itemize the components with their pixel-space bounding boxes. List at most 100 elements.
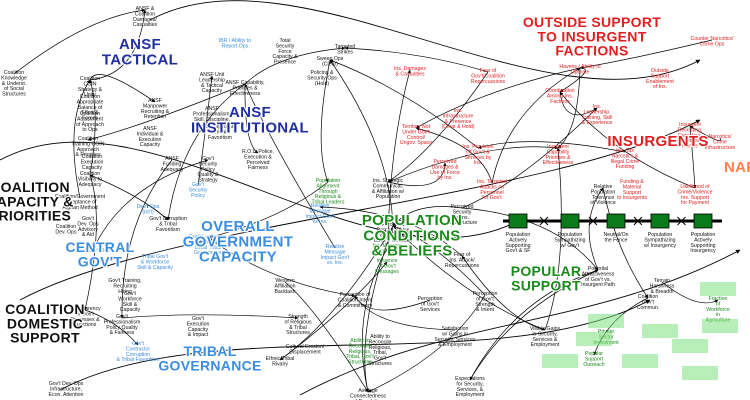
blue-node-4-line: & Integration of: [190, 239, 226, 245]
black-node-48-line: Tolerance: [592, 195, 615, 201]
red-node-11: Ins.Leadership,Training, Skill& Experien…: [582, 104, 613, 126]
black-node-29-line: Gov't Corruption: [149, 216, 187, 222]
black-node-26-line: Capacity: [120, 307, 141, 313]
black-node-2-line: Leadership: [199, 77, 225, 83]
green-node-4-line: Outreach: [583, 362, 604, 368]
black-node-4-line: Security Ops: [307, 75, 337, 81]
black-node-25-line: Transparency: [69, 306, 101, 312]
green-node-2-line: Messages: [375, 269, 399, 275]
black-node-15-line: of Approach: [76, 122, 104, 128]
blue-node-2-line: vs. Ins.: [327, 260, 343, 266]
black-node-39-line: Perception: [473, 291, 498, 297]
green-node-1-line: Religious,: [349, 349, 372, 355]
black-node-49-line: Infrastructure,: [50, 386, 82, 392]
causal-link: [89, 74, 156, 103]
support-stock-label-4-line: Actively: [694, 237, 712, 243]
causal-link: [415, 67, 581, 129]
red-node-3-line: Territory Not: [402, 124, 431, 130]
black-node-39-line: & Intent: [476, 307, 494, 313]
red-node-4-line: Ins. Provision: [462, 144, 493, 150]
red-node-15-line: Likelihood of: [680, 184, 710, 190]
highlight-box: [588, 314, 624, 328]
sector-label-ansf-tactical-line: ANSF: [119, 36, 161, 53]
sector-label-coalition-capacity-line: PRIORITIES: [0, 208, 71, 224]
black-node-11-line: Favoritism: [208, 135, 232, 141]
black-node-41-line: Services, &: [457, 387, 484, 393]
black-node-39-line: Strength: [475, 302, 495, 308]
red-node-4-line: Services by: [465, 155, 492, 161]
causal-link: [559, 91, 598, 116]
black-node-35-line: Coalition Intent: [338, 297, 373, 303]
support-stock-box: [560, 213, 580, 229]
black-node-33-line: Tribal,: [373, 350, 387, 356]
red-node-10-line: Outside: [651, 68, 669, 74]
green-node-0-line: Religious &: [315, 194, 342, 200]
causal-link: [661, 281, 719, 304]
black-node-15-line: to Ops: [82, 127, 98, 133]
red-node-17-line: Infrastructure: [705, 145, 736, 151]
causal-link: [559, 91, 696, 189]
blue-node-7-line: Gov't Dev'l Ops: [74, 248, 110, 254]
blue-node-5-line: Skill & Capacity: [137, 265, 173, 271]
causal-link: [689, 125, 721, 141]
red-node-1-line: Gov't/Coalition: [471, 73, 505, 79]
black-node-12-line: Fairness: [248, 165, 268, 171]
black-node-26-line: Skill &: [123, 302, 138, 308]
green-node-6-line: Fraction: [709, 296, 728, 302]
highlight-box: [700, 282, 736, 296]
red-node-6-line: Attacks on: [480, 184, 504, 190]
causal-link: [19, 119, 701, 301]
red-node-12-line: Recruiting,: [678, 127, 703, 133]
causal-link: [387, 145, 559, 183]
causal-link: [329, 59, 394, 227]
black-node-1-line: Security: [276, 43, 295, 49]
highlight-box: [622, 354, 658, 368]
red-node-13-line: Illegal Crime: [611, 159, 640, 165]
sector-label-narco-line: NARCO: [724, 159, 750, 176]
causal-link: [364, 225, 394, 393]
causal-link: [146, 204, 169, 221]
blue-node-2-line: Message: [324, 249, 345, 255]
black-node-12-line: Execution &: [244, 154, 272, 160]
blue-node-0-line: Report Ops: [222, 43, 249, 49]
black-node-16-line: Forces: [82, 116, 98, 122]
black-node-27-line: Gov't: [116, 314, 129, 320]
black-node-19-line: Coalition: [80, 171, 100, 177]
sector-label-narco: NARCO: [724, 159, 750, 176]
black-node-48-line: Population: [591, 189, 616, 195]
black-node-36-line: Population: [376, 194, 401, 200]
black-node-35-line: & Commitment: [338, 303, 373, 309]
black-node-22-line: Policy: [201, 167, 215, 173]
causal-link: [557, 67, 581, 149]
green-node-6-line: Workforce: [706, 307, 730, 313]
highlight-box: [542, 354, 578, 368]
support-stock-label-2-line: the Fence: [604, 237, 627, 243]
black-node-34-line: Western: [275, 278, 294, 284]
causal-link: [13, 8, 146, 75]
sector-label-coalition-domestic-line: DOMESTIC: [7, 315, 83, 331]
black-node-14-line: Strategy &: [78, 87, 103, 93]
